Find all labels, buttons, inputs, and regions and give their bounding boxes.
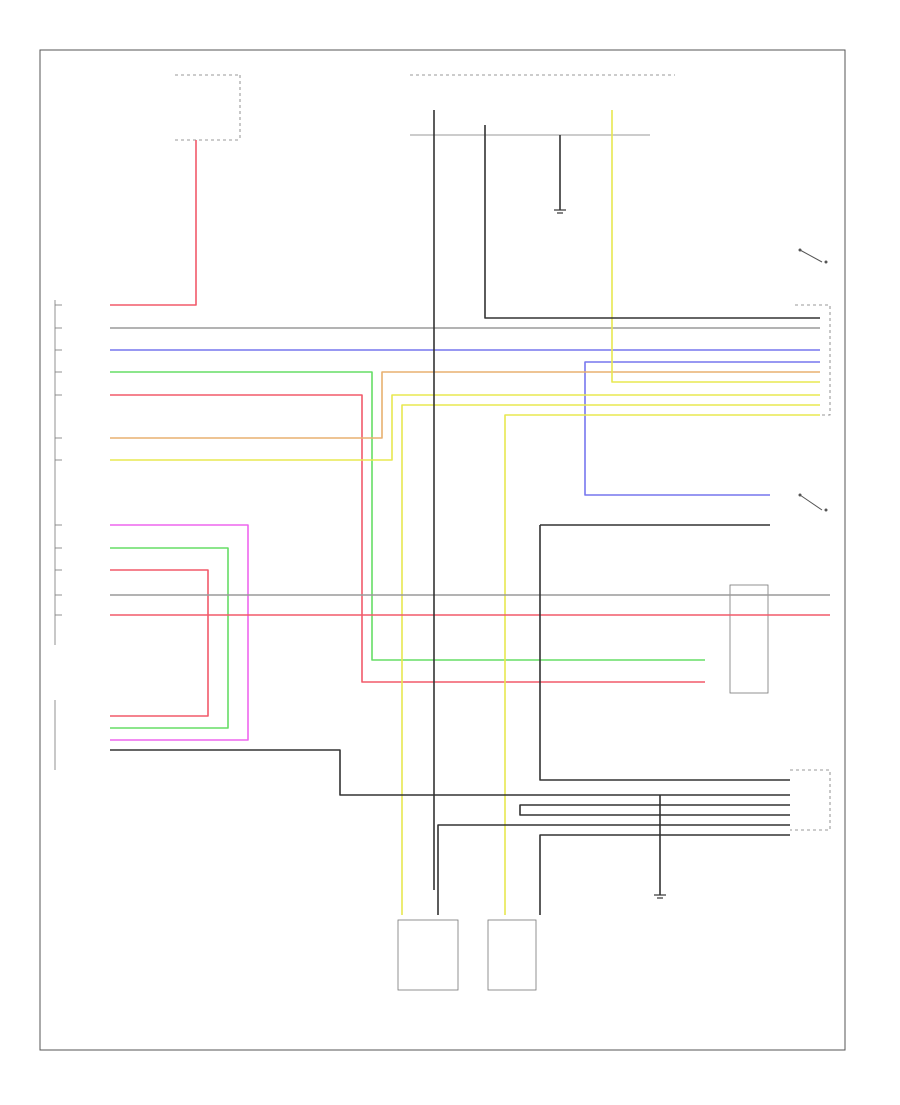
range-sensor-outline [795, 304, 831, 416]
wire-orange [110, 371, 820, 439]
wire-black-solenoid-2 [539, 834, 790, 890]
ground-symbol-2 [654, 894, 666, 899]
wire-yellow-power [611, 110, 820, 383]
wire-yellow-solenoid-2 [504, 414, 820, 890]
solenoid-2-box [487, 919, 537, 991]
wire-blue-brake [584, 361, 820, 496]
wire-red-signal [110, 394, 705, 683]
wire-pink [110, 524, 249, 741]
overdrive-switch-symbol [798, 248, 828, 264]
wire-yellow [110, 394, 820, 461]
diagram-frame [39, 49, 846, 1051]
wire-black-ecm [110, 749, 790, 796]
wire-black-solenoid [437, 824, 790, 890]
tcm-pin-ticks [55, 304, 62, 616]
wire-green-2 [110, 547, 229, 729]
wire-red-power [110, 140, 197, 306]
speed-sensor-outline [790, 769, 831, 831]
wire-yellow-solenoid [401, 404, 820, 890]
transmission-range-sensor-box [729, 584, 769, 694]
wire-green [110, 371, 705, 661]
brake-switch-symbol [798, 493, 828, 512]
wire-red-2 [110, 569, 209, 717]
ground-symbol-1 [554, 209, 566, 214]
solenoid-1-box [397, 919, 459, 991]
wire-black-speed-2 [519, 804, 790, 816]
wire-black-speed [539, 525, 790, 781]
wire-black-2 [484, 125, 820, 319]
